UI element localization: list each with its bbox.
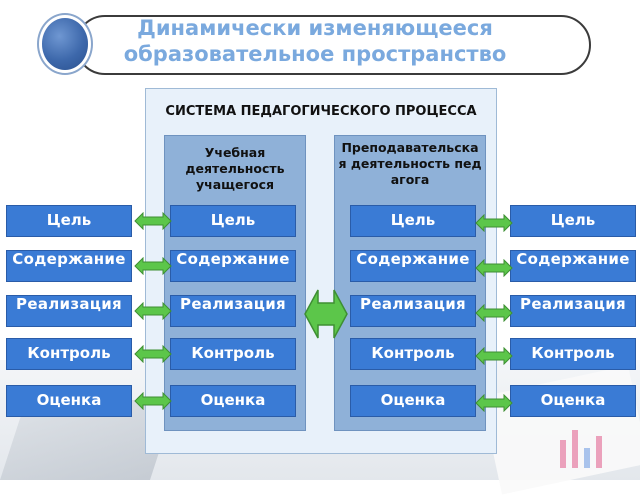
background-chart-bar — [572, 430, 578, 468]
page-title: Динамически изменяющееся образовательное… — [123, 16, 507, 66]
background-chart-bar — [560, 440, 566, 468]
double-arrow-icon — [475, 214, 513, 232]
double-arrow-icon — [475, 394, 513, 412]
title-ball-icon — [42, 18, 88, 70]
teacher-goal-block: Цель — [350, 205, 476, 237]
teacher-implementation-block: Реализация — [350, 295, 476, 327]
right-control-block: Контроль — [510, 338, 636, 370]
student-goal-block: Цель — [170, 205, 296, 237]
teacher-column-title: Преподавательская деятельность педагога — [338, 140, 482, 187]
double-arrow-icon — [134, 257, 172, 275]
double-arrow-icon — [475, 347, 513, 365]
big-double-arrow-icon — [304, 289, 348, 339]
title-frame — [75, 15, 591, 75]
teacher-control-block: Контроль — [350, 338, 476, 370]
double-arrow-icon — [475, 304, 513, 322]
double-arrow-icon — [475, 259, 513, 277]
left-implementation-block: Реализация — [6, 295, 132, 327]
student-column — [164, 135, 306, 431]
student-implementation-block: Реализация — [170, 295, 296, 327]
right-goal-block: Цель — [510, 205, 636, 237]
double-arrow-icon — [134, 302, 172, 320]
left-control-block: Контроль — [6, 338, 132, 370]
right-assessment-block: Оценка — [510, 385, 636, 417]
background-chart-bar — [584, 448, 590, 468]
student-assessment-block: Оценка — [170, 385, 296, 417]
teacher-content-block: Содержание — [350, 250, 476, 282]
left-goal-block: Цель — [6, 205, 132, 237]
student-control-block: Контроль — [170, 338, 296, 370]
double-arrow-icon — [134, 345, 172, 363]
left-content-block: Содержание — [6, 250, 132, 282]
student-column-title: Учебная деятельность учащегося — [185, 145, 285, 192]
double-arrow-icon — [134, 392, 172, 410]
background-chart-bar — [596, 436, 602, 468]
left-assessment-block: Оценка — [6, 385, 132, 417]
double-arrow-icon — [134, 212, 172, 230]
teacher-column — [334, 135, 486, 431]
system-title: СИСТЕМА ПЕДАГОГИЧЕСКОГО ПРОЦЕССА — [165, 104, 477, 119]
teacher-assessment-block: Оценка — [350, 385, 476, 417]
right-implementation-block: Реализация — [510, 295, 636, 327]
student-content-block: Содержание — [170, 250, 296, 282]
right-content-block: Содержание — [510, 250, 636, 282]
